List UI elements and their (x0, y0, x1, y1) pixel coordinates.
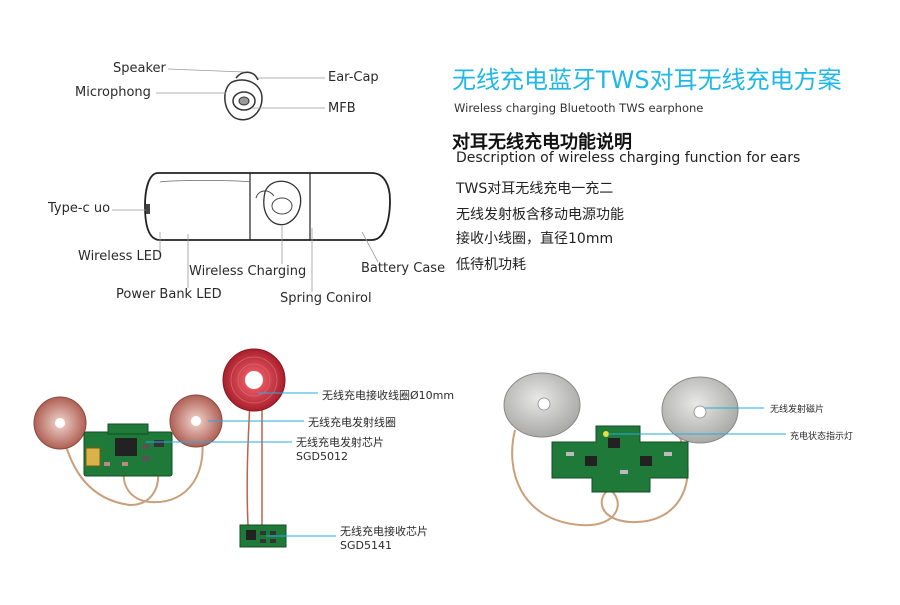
label-wireless-led: Wireless LED (78, 249, 162, 264)
transmitter-board-illustration (33, 394, 223, 507)
case-pointer-lines (112, 209, 379, 292)
battery-case-illustration (144, 172, 391, 241)
earbud-pointer-lines (156, 68, 325, 109)
label-speaker: Speaker (113, 61, 166, 76)
label-microphone: Microphong (75, 85, 151, 100)
label-wireless-charging: Wireless Charging (189, 264, 307, 279)
label-type-c: Type-c uo (48, 201, 111, 216)
label-mfb: MFB (328, 101, 356, 116)
blue-pointer-lines (146, 392, 786, 537)
section-heading: 对耳无线充电功能说明 (452, 132, 632, 153)
description-line-3: 接收小线圈，直径10mm (456, 231, 614, 247)
label-ear-cap: Ear-Cap (328, 70, 379, 85)
label-battery-case: Battery Case (361, 261, 446, 276)
label-receive-chip: 无线充电接收芯片 (340, 525, 428, 538)
earbud-illustration (224, 71, 263, 121)
label-receive-coil: 无线充电接收线圈Ø10mm (322, 389, 455, 402)
page-title: 无线充电蓝牙TWS对耳无线充电方案 (452, 66, 842, 94)
magnet-board-illustration (503, 372, 739, 527)
label-receive-chip-model: SGD5141 (340, 539, 392, 552)
label-charge-indicator: 充电状态指示灯 (790, 432, 854, 442)
description-line-2: 无线发射板含移动电源功能 (456, 207, 624, 223)
description-line-4: 低待机功耗 (456, 257, 526, 273)
label-transmit-chip-model: SGD5012 (296, 450, 348, 463)
description-line-0: Description of wireless charging functio… (456, 150, 801, 166)
label-spring-control: Spring Conirol (280, 291, 372, 306)
label-transmit-magnet: 无线发射磁片 (770, 405, 825, 415)
label-transmit-coil: 无线充电发射线圈 (308, 416, 396, 429)
label-power-bank-led: Power Bank LED (116, 287, 222, 302)
description-line-1: TWS对耳无线充电一充二 (456, 181, 614, 197)
label-transmit-chip: 无线充电发射芯片 (296, 436, 384, 449)
page-subtitle: Wireless charging Bluetooth TWS earphone (454, 101, 704, 115)
receiver-illustration (222, 348, 287, 548)
